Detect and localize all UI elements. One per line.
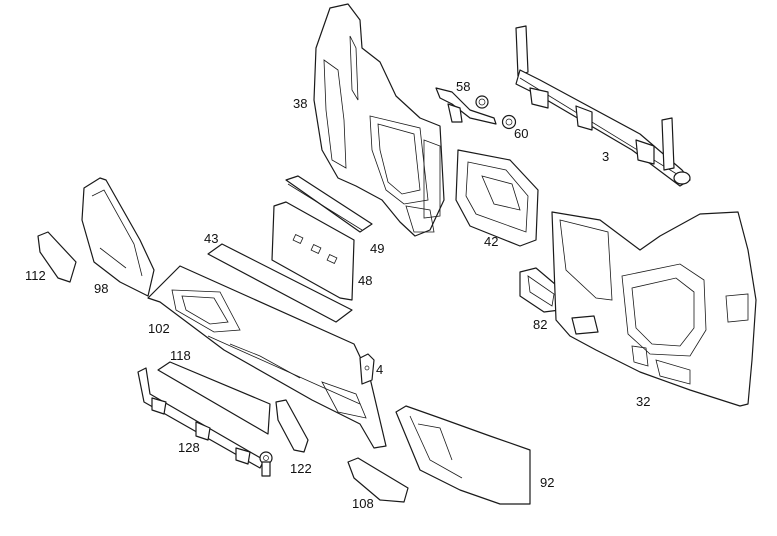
- part-92-corner-bumper: [395, 405, 531, 505]
- part-48-panel: [271, 201, 355, 301]
- callout-112: 112: [25, 268, 46, 283]
- callout-102: 102: [148, 321, 170, 336]
- part-38-headlamp-housing: [313, 3, 445, 237]
- part-58-bracket: [435, 87, 497, 125]
- callout-38: 38: [293, 96, 308, 111]
- part-98-corner-bumper: [81, 177, 155, 297]
- part-43-step-plate: [207, 243, 353, 323]
- callout-60: 60: [514, 126, 529, 141]
- callout-108: 108: [352, 496, 374, 511]
- part-118-step-panel: [157, 361, 271, 435]
- part-122-cover: [275, 399, 309, 453]
- part-128-step-support: [137, 367, 273, 477]
- callout-43: 43: [204, 231, 219, 246]
- callout-48: 48: [358, 273, 373, 288]
- callout-58: 58: [456, 79, 471, 94]
- part-32-headlamp-housing: [551, 211, 757, 407]
- part-3-crossmember: [515, 25, 691, 187]
- callout-122: 122: [290, 461, 312, 476]
- part-4-clip: [359, 353, 375, 385]
- part-112-grille: [37, 231, 77, 283]
- part-49-plate: [285, 175, 373, 233]
- callout-128: 128: [178, 440, 200, 455]
- callout-118: 118: [170, 348, 191, 363]
- callout-3: 3: [602, 149, 610, 164]
- callout-32: 32: [636, 394, 651, 409]
- callout-4: 4: [376, 362, 384, 377]
- part-42-mounting-bracket: [455, 149, 539, 247]
- callout-98: 98: [94, 281, 109, 296]
- callout-42: 42: [484, 234, 499, 249]
- callout-82: 82: [533, 317, 548, 332]
- part-60-ring: [501, 114, 517, 130]
- callout-92: 92: [540, 475, 555, 490]
- part-108-grille: [347, 457, 409, 503]
- callout-49: 49: [370, 241, 385, 256]
